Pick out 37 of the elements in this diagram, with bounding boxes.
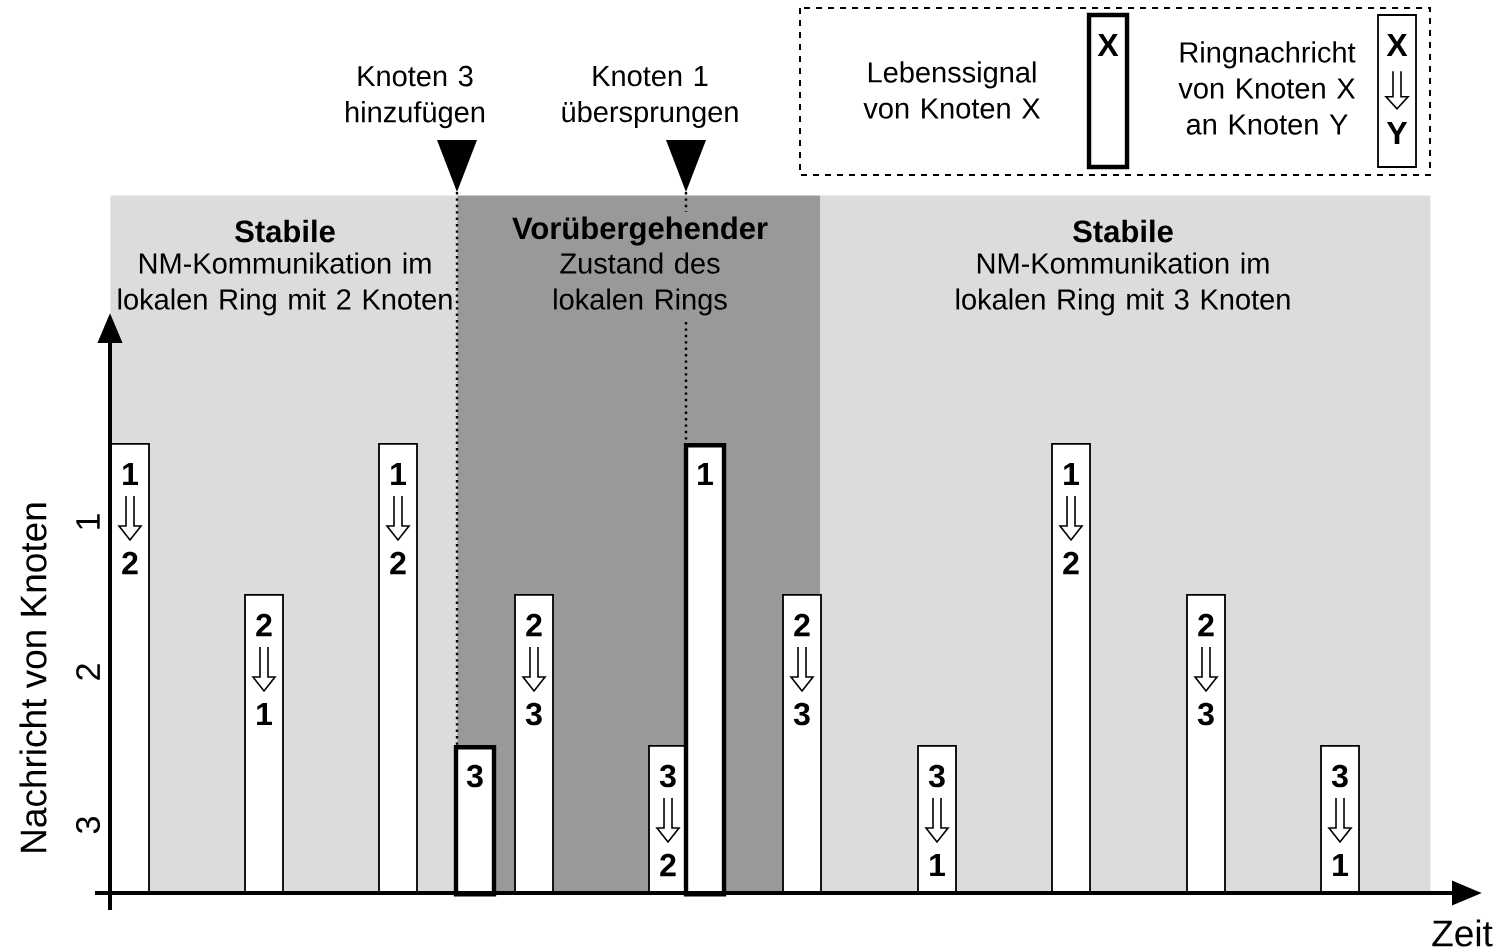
node-number: 1 xyxy=(1333,854,1348,876)
band-heading: Stabile xyxy=(235,219,335,243)
axis-title: Nachricht von Knoten xyxy=(19,503,47,852)
legend-text: Lebenssignal von Knoten X xyxy=(863,61,1041,119)
legend-text: Ringnachricht von Knoten X an Knoten Y xyxy=(1178,41,1356,135)
axis-title: Zeit xyxy=(1432,919,1493,947)
band-text: NM-Kommunikation im lokalen Ring mit 3 Knoten xyxy=(956,252,1290,316)
node-number: 1 xyxy=(257,703,272,725)
node-number: 2 xyxy=(122,551,138,575)
band-text: Zustand des lokalen Rings xyxy=(554,252,727,316)
legend-sample: X xyxy=(1086,12,1130,170)
phase-band xyxy=(820,195,1431,894)
node-number: 1 xyxy=(123,463,138,485)
node-number: 2 xyxy=(660,853,676,877)
node-number: 3 xyxy=(1331,764,1348,788)
node-number: 2 xyxy=(256,613,272,637)
node-number: 3 xyxy=(525,702,542,726)
node-number: 3 xyxy=(466,764,483,788)
node-number: 3 xyxy=(1197,702,1214,726)
node-number: 3 xyxy=(659,764,676,788)
band-text: NM-Kommunikation im lokalen Ring mit 2 Knoten xyxy=(118,252,452,316)
band-heading: Vorübergehender xyxy=(512,216,768,246)
node-number: 1 xyxy=(930,854,945,876)
band-heading: Stabile xyxy=(1073,219,1173,243)
node-number: 3 xyxy=(928,764,945,788)
node-number: 2 xyxy=(794,613,810,637)
node-number: 2 xyxy=(1063,551,1079,575)
node-number: 2 xyxy=(390,551,406,575)
marker-label: Knoten 3 hinzufügen xyxy=(346,65,485,129)
node-number: 3 xyxy=(793,702,810,726)
marker-label: Knoten 1 übersprungen xyxy=(562,66,738,128)
node-number: 2 xyxy=(1198,613,1214,637)
node-number: 1 xyxy=(391,463,406,485)
node-number: 1 xyxy=(1064,463,1079,485)
node-number: 2 xyxy=(526,613,542,637)
node-number: 1 xyxy=(698,463,713,485)
legend-sample: X Y xyxy=(1377,14,1417,168)
